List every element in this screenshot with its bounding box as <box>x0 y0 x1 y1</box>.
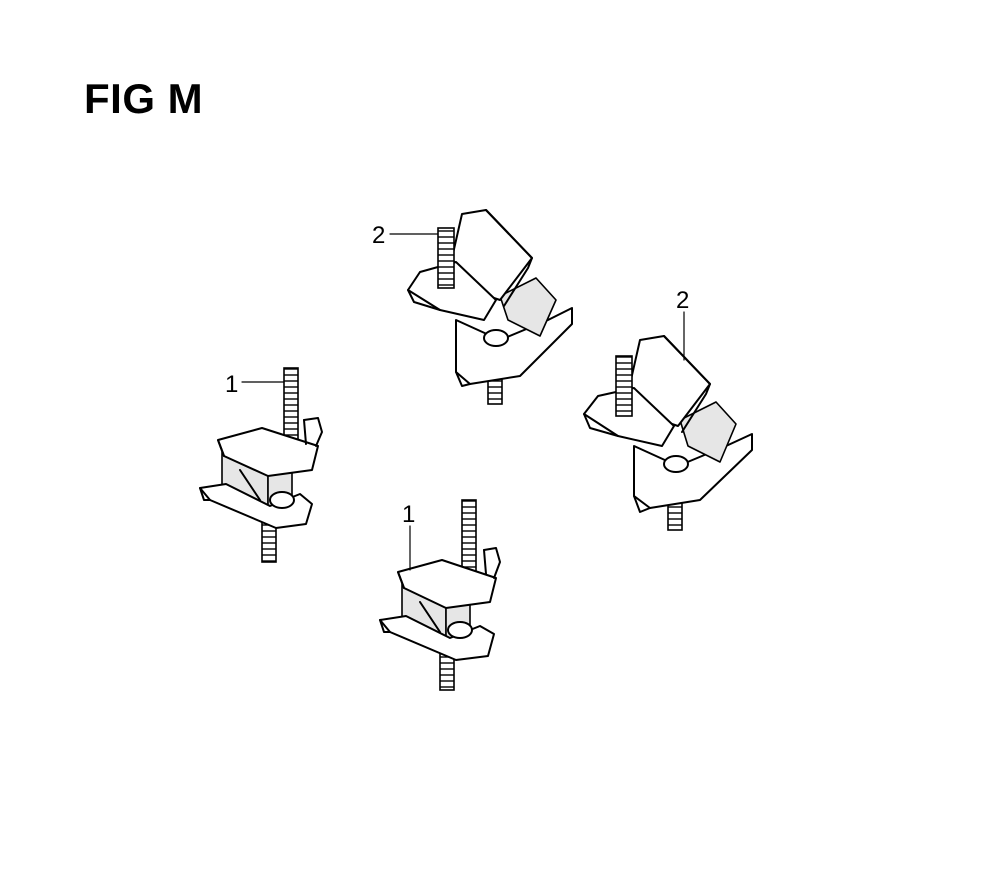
mount-1-left <box>199 367 323 563</box>
callout-mount-right: 2 <box>676 287 689 361</box>
bottom-bracket <box>379 615 495 661</box>
top-stud <box>283 367 299 447</box>
callout-label: 1 <box>402 501 415 528</box>
callout-mount-bottom: 1 <box>402 501 415 571</box>
figure-title: FIG M <box>84 75 204 122</box>
bottom-bracket <box>199 483 313 529</box>
top-stud <box>437 227 455 289</box>
rubber-block <box>499 277 557 337</box>
rubber-block <box>679 401 737 463</box>
callout-label: 2 <box>372 222 385 249</box>
callout-mount-top: 2 <box>372 222 439 249</box>
mount-1-bottom <box>379 499 501 691</box>
top-stud <box>615 355 633 417</box>
callout-label: 2 <box>676 287 689 314</box>
mount-2-right <box>583 335 753 531</box>
mount-2-top <box>407 209 573 405</box>
callout-mount-left: 1 <box>225 371 285 398</box>
callout-label: 1 <box>225 371 238 398</box>
